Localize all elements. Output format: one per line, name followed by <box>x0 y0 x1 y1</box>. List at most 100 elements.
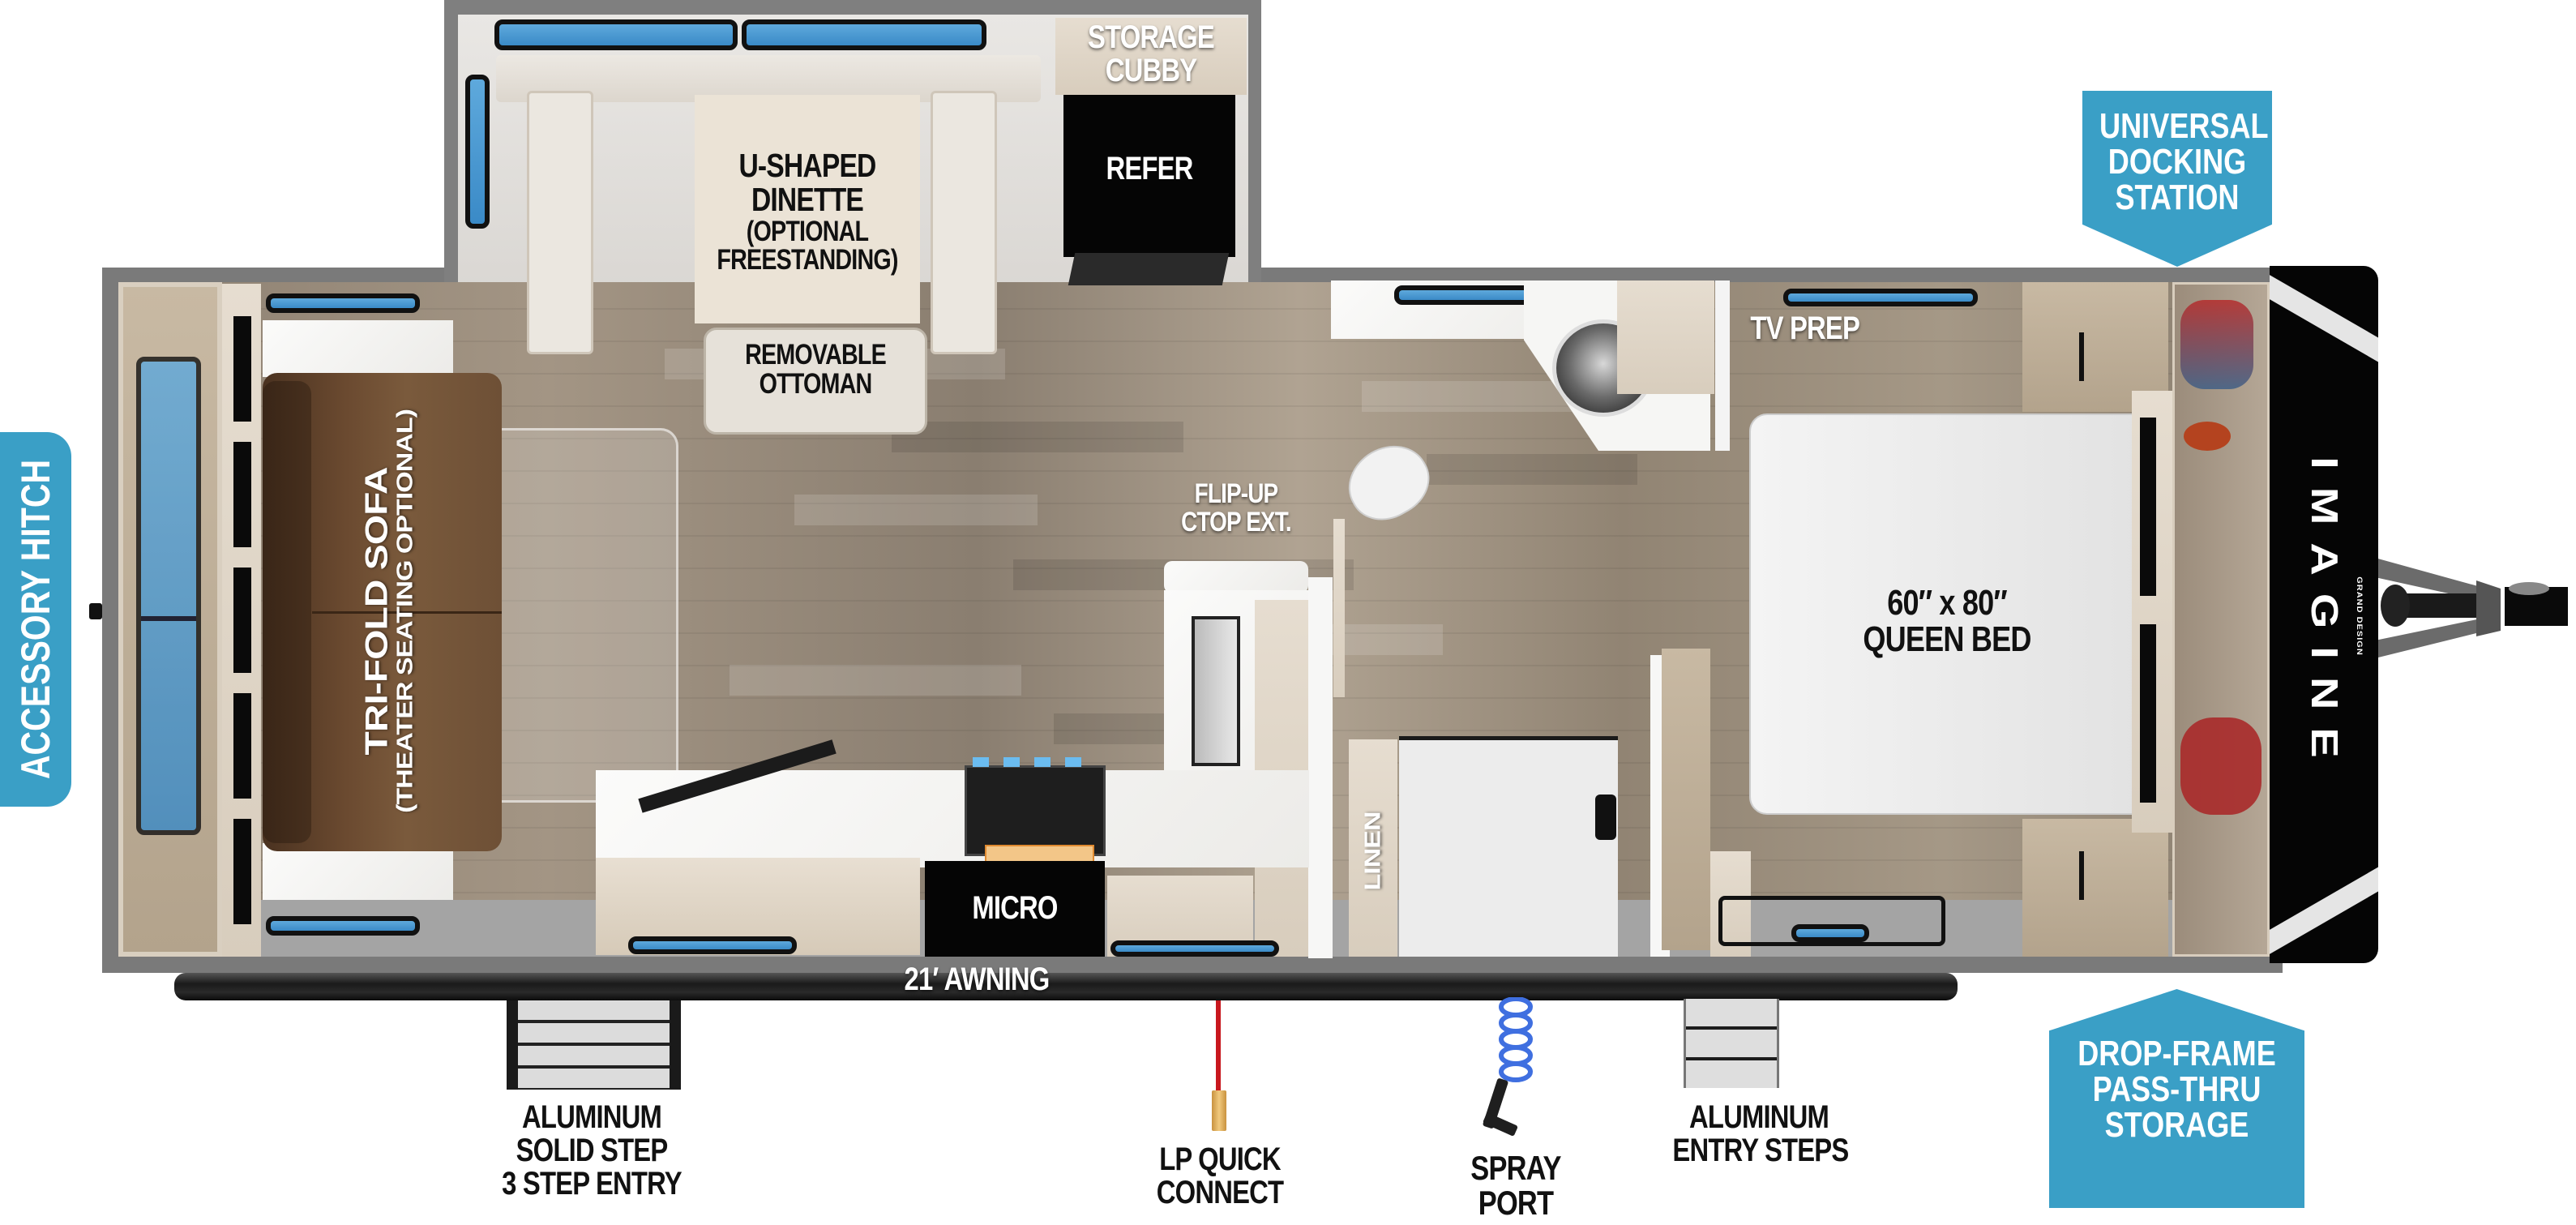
cabinet-door-4 <box>233 693 251 799</box>
trailer-hitch-tongue <box>2375 519 2576 697</box>
bedroom-entry-closet <box>1710 851 1751 957</box>
universal-docking-line2: DOCKING <box>2107 142 2247 182</box>
front-cap <box>2270 266 2378 963</box>
dinette-label-line4: FREESTANDING) <box>717 244 898 276</box>
spray-hose-coil-icon <box>1496 996 1536 1086</box>
ottoman-label-line1: REMOVABLE <box>745 339 887 370</box>
flip-up-countertop <box>1164 561 1308 593</box>
bed-size-label: 60″ x 80″ <box>1887 583 2007 623</box>
spray-nozzle-head <box>1482 1112 1519 1137</box>
linen-label-text: LINEN <box>1360 812 1386 891</box>
accessory-hitch-label: ACCESSORY HITCH <box>13 459 58 780</box>
brand-logo-text: IMAGINE <box>2304 456 2346 776</box>
sofa-window-top <box>266 293 420 313</box>
sofa-seat-divider <box>312 611 502 614</box>
queen-bed <box>1749 413 2145 815</box>
stove-cooktop <box>965 765 1106 856</box>
partition-end-post <box>1333 519 1345 697</box>
storage-cubby <box>1055 18 1247 95</box>
lp-label-line2: CONNECT <box>1156 1174 1284 1210</box>
bath-wall <box>1715 281 1730 451</box>
entry-steps-label: ALUMINUM ENTRY STEPS <box>1672 1101 1849 1167</box>
storage-cubby-line2: CUBBY <box>1105 52 1197 88</box>
storage-item-football <box>2184 422 2231 451</box>
oven-light <box>985 845 1094 863</box>
entry-door-outline <box>1718 896 1945 946</box>
bath-pocket-door <box>1662 649 1710 950</box>
slideout-window-2 <box>742 19 986 50</box>
ottoman-label-line2: OTTOMAN <box>759 367 873 400</box>
awning-bar <box>174 973 1958 1000</box>
headboard-panel-top <box>2140 418 2156 596</box>
slideout-side-window <box>465 75 490 229</box>
flip-up-label: FLIP-UP CTOP EXT. <box>1166 480 1306 536</box>
universal-docking-callout: UNIVERSAL DOCKING STATION <box>2082 91 2272 267</box>
cabinet-door-5 <box>233 819 251 924</box>
drop-frame-line2: PASS-THRU <box>2092 1069 2261 1109</box>
storage-cubby-line1: STORAGE <box>1088 19 1215 55</box>
sofa-window-bottom <box>266 916 420 936</box>
awning-label: 21′ AWNING <box>904 962 1051 997</box>
dinette-label-line3: (OPTIONAL <box>746 215 869 247</box>
step-entry-line3: 3 STEP ENTRY <box>502 1165 682 1201</box>
lp-line <box>1216 1000 1221 1096</box>
microwave <box>925 861 1105 957</box>
rear-window-divider <box>141 616 196 621</box>
step-entry-line1: ALUMINUM <box>522 1099 662 1135</box>
storage-cubby-label: STORAGE CUBBY <box>1072 21 1230 88</box>
drop-frame-callout: DROP-FRAME PASS-THRU STORAGE <box>2049 989 2304 1208</box>
aluminum-solid-step <box>507 1000 681 1090</box>
removable-ottoman <box>704 328 927 435</box>
bath-window <box>1394 285 1545 305</box>
dinette-label: U-SHAPED DINETTE (OPTIONAL FREESTANDING) <box>715 147 900 276</box>
storage-item-bag-top <box>2180 300 2253 389</box>
cabinet-door-2 <box>233 442 251 547</box>
bed-label: 60″ x 80″ QUEEN BED <box>1785 585 2109 658</box>
end-table-bottom <box>263 843 453 900</box>
spray-label-line1: SPRAY <box>1470 1149 1561 1187</box>
headboard-panel-bottom <box>2140 624 2156 803</box>
refrigerator-door-open <box>1068 253 1230 285</box>
drop-frame-line3: STORAGE <box>2104 1105 2249 1145</box>
dinette-table <box>695 95 920 323</box>
spray-label-line2: PORT <box>1478 1183 1554 1222</box>
bedroom-window <box>1783 289 1978 306</box>
ottoman-label: REMOVABLE OTTOMAN <box>724 341 907 398</box>
universal-docking-line3: STATION <box>2115 178 2240 217</box>
drop-frame-line1: DROP-FRAME <box>2077 1034 2276 1073</box>
step-entry-line2: SOLID STEP <box>516 1132 669 1168</box>
bedside-cabinet-top <box>2022 282 2168 412</box>
lp-quick-connect-label: LP QUICK CONNECT <box>1140 1143 1300 1210</box>
bath-mirror-cabinet <box>1617 281 1714 394</box>
entry-door-window <box>1791 924 1869 942</box>
shower-stall <box>1399 736 1618 957</box>
dinette-label-line1: U-SHAPED <box>738 147 876 184</box>
bedside-cabinet-bottom <box>2022 819 2168 957</box>
slideout-window <box>494 19 738 50</box>
galley-window-2 <box>1110 940 1279 957</box>
dinette-bench-left <box>527 91 593 354</box>
galley-window-1 <box>628 936 797 954</box>
micro-label: MICRO <box>972 890 1058 926</box>
sofa-backrest <box>263 381 311 843</box>
bed-type-label: QUEEN BED <box>1863 619 2031 659</box>
storage-item-bag-bottom <box>2180 717 2261 815</box>
sofa-fold-out-footprint <box>502 428 678 803</box>
kitchen-sink <box>1192 616 1240 766</box>
cabinet-handle <box>2079 851 2084 900</box>
maker-logo-text: GRAND DESIGN <box>2355 576 2364 656</box>
accessory-hitch-callout: ACCESSORY HITCH <box>0 432 71 807</box>
kitchen-partition-wall <box>1308 577 1333 958</box>
dinette-label-line2: DINETTE <box>751 180 864 218</box>
aluminum-entry-steps <box>1684 999 1779 1088</box>
flip-up-label-line2: CTOP EXT. <box>1181 506 1292 538</box>
stove-knobs <box>973 757 1094 767</box>
lp-quick-connect-fitting-icon <box>1212 1090 1226 1131</box>
rear-window <box>136 357 201 835</box>
step-entry-label: ALUMINUM SOLID STEP 3 STEP ENTRY <box>499 1101 685 1200</box>
spray-port-label: SPRAY PORT <box>1449 1149 1582 1222</box>
pass-thru-storage <box>2172 282 2270 957</box>
end-table-top <box>263 320 453 377</box>
shower-fixture <box>1595 795 1616 840</box>
sofa-label-sub: (THEATER SEATING OPTIONAL) <box>392 409 418 813</box>
